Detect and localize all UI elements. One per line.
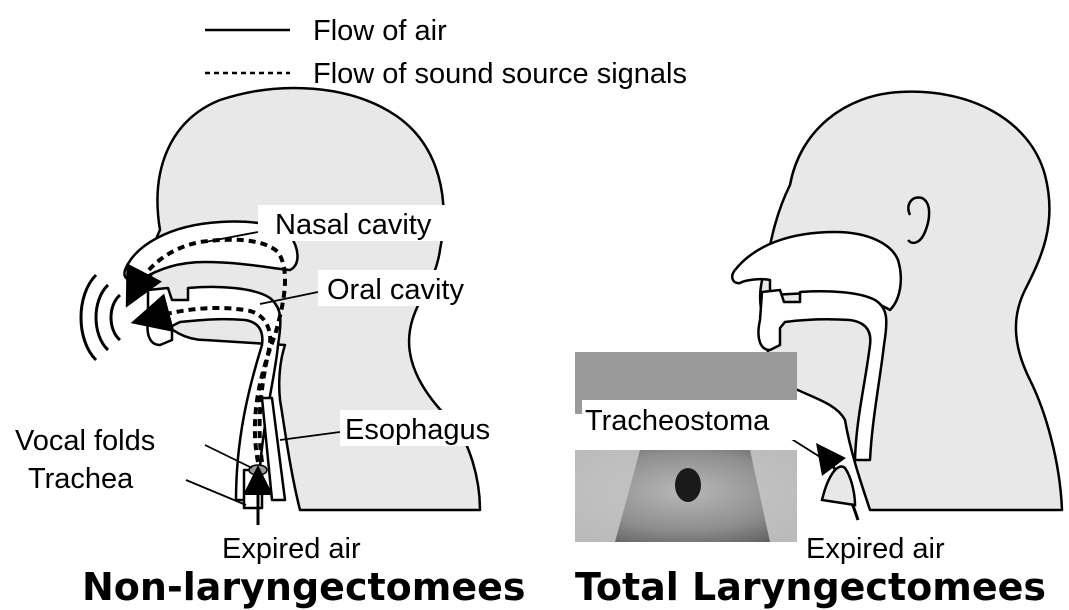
photo-stoma-opening <box>675 468 701 502</box>
label-esophagus: Esophagus <box>345 414 490 446</box>
sound-wave-icon <box>81 275 120 360</box>
left-vocal-folds <box>249 465 267 475</box>
legend-solid-label: Flow of air <box>313 15 447 47</box>
tracheostoma-photo: Tracheostoma <box>575 352 800 542</box>
title-total-laryngectomees: Total Laryngectomees <box>575 565 1046 609</box>
left-head <box>81 88 480 525</box>
legend-dashed-label: Flow of sound source signals <box>313 58 687 90</box>
legend: Flow of air Flow of sound source signals <box>205 15 687 90</box>
title-non-laryngectomees: Non-laryngectomees <box>82 565 526 609</box>
right-trachea-stump <box>822 467 855 505</box>
label-tracheostoma: Tracheostoma <box>585 405 770 437</box>
label-left-expired-air: Expired air <box>222 533 361 565</box>
label-right-expired-air: Expired air <box>806 533 945 565</box>
label-nasal-cavity: Nasal cavity <box>275 209 432 241</box>
label-vocal-folds: Vocal folds <box>15 425 155 457</box>
label-trachea: Trachea <box>28 463 134 495</box>
label-oral-cavity: Oral cavity <box>327 274 464 306</box>
